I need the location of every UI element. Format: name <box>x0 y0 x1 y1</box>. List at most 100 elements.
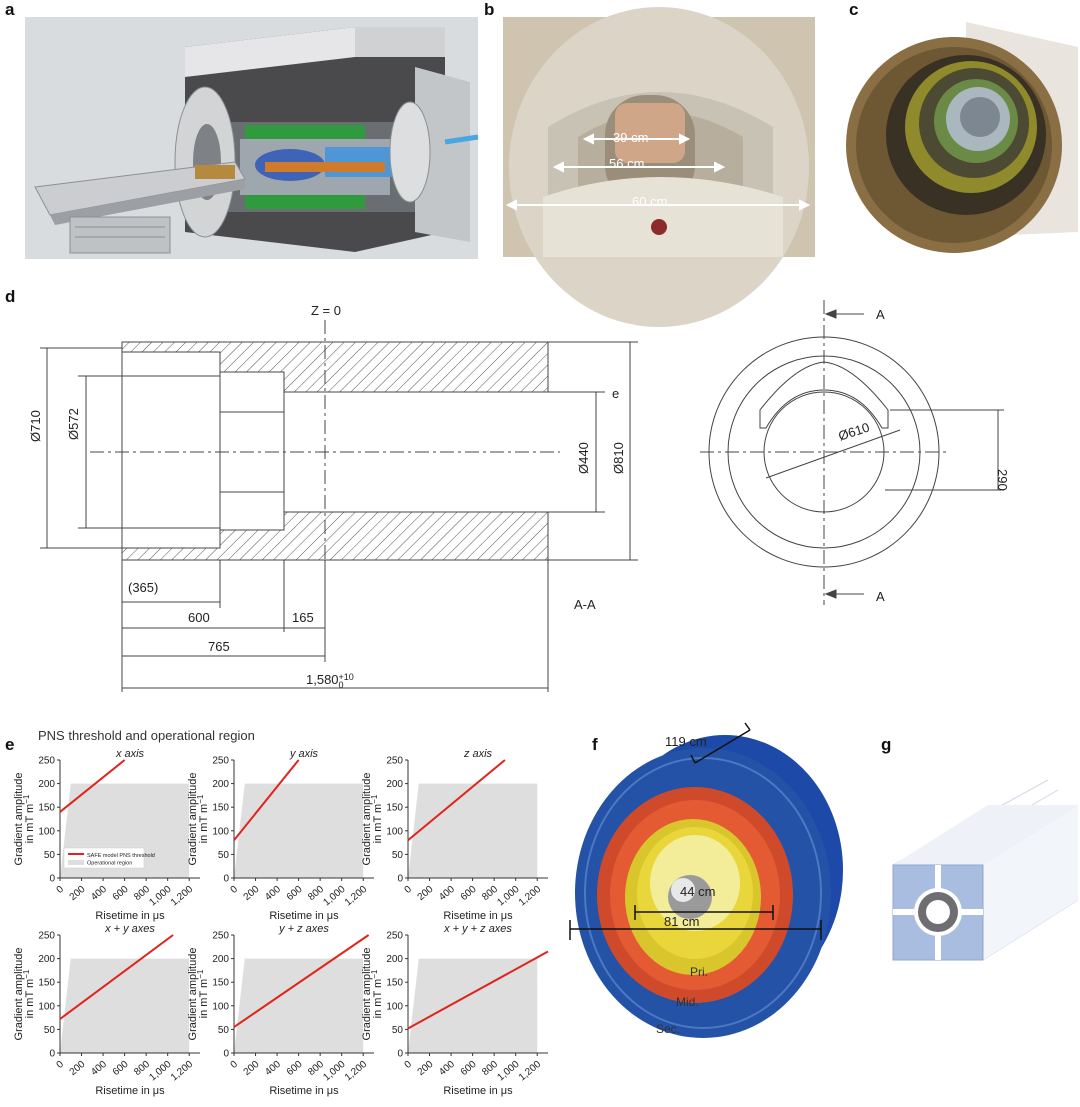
y-tick-label: 0 <box>49 874 55 885</box>
y-axis-unit-0: in mT m−1 <box>22 794 36 843</box>
x-tick-label: 600 <box>285 1059 305 1078</box>
y-axis-unit-1: in mT m−1 <box>196 794 210 843</box>
z0-label: Z = 0 <box>311 303 341 318</box>
dim-44cm: 44 cm <box>680 884 716 899</box>
chart-title-3: x + y axes <box>104 923 155 935</box>
x-tick-label: 0 <box>229 1059 241 1071</box>
dim-81cm: 81 cm <box>664 914 700 929</box>
dim-440: Ø440 <box>576 442 591 474</box>
x-tick-label: 400 <box>437 1059 457 1078</box>
x-tick-label: 1,000 <box>321 884 348 909</box>
dim-290: 290 <box>995 469 1010 491</box>
x-tick-label: 0 <box>403 884 415 896</box>
x-tick-label: 400 <box>437 884 457 903</box>
panel-label-e: e <box>5 735 15 754</box>
y-axis-unit-sup: −1 <box>370 969 379 979</box>
y-tick-label: 100 <box>38 1001 55 1012</box>
y-tick-label: 0 <box>397 874 403 885</box>
legend-region-label: Operational region <box>87 861 132 867</box>
y-tick-label: 0 <box>223 1049 229 1060</box>
y-tick-label: 200 <box>212 779 229 790</box>
y-tick-label: 50 <box>218 850 230 861</box>
y-axis-label-1: Gradient amplitude <box>187 773 199 866</box>
x-tick-label: 600 <box>285 884 305 903</box>
x-tick-label: 1,200 <box>343 1059 370 1084</box>
y-axis-unit-3: in mT m−1 <box>22 969 36 1018</box>
y-tick-label: 100 <box>212 1001 229 1012</box>
panel-label-b: b <box>484 0 495 19</box>
x-axis-label-1: Risetime in μs <box>269 910 339 922</box>
x-tick-label: 400 <box>263 1059 283 1078</box>
y-axis-label-2: Gradient amplitude <box>361 773 373 866</box>
pns-threshold-line-5 <box>407 950 549 1030</box>
dim-600: 600 <box>188 610 210 625</box>
y-axis-unit-4: in mT m−1 <box>196 969 210 1018</box>
y-tick-label: 200 <box>386 954 403 965</box>
pns-threshold-line-4 <box>233 934 370 1028</box>
chart-title-4: y + z axes <box>278 923 329 935</box>
panel-label-a: a <box>5 0 15 19</box>
y-axis-unit-5: in mT m−1 <box>370 969 384 1018</box>
y-tick-label: 200 <box>38 779 55 790</box>
y-axis-label-3: Gradient amplitude <box>13 948 25 1041</box>
x-tick-label: 1,000 <box>495 884 522 909</box>
x-tick-label: 600 <box>111 1059 131 1078</box>
dim-365: (365) <box>128 580 159 595</box>
panel-label-g: g <box>881 735 892 754</box>
y-axis-label-5: Gradient amplitude <box>361 948 373 1041</box>
x-tick-label: 200 <box>68 884 88 903</box>
y-tick-label: 150 <box>38 803 55 814</box>
dim-765: 765 <box>208 639 230 654</box>
engineering-drawing <box>40 300 1004 692</box>
y-axis-unit-sup: −1 <box>22 794 31 804</box>
y-tick-label: 50 <box>44 850 56 861</box>
x-axis-label-3: Risetime in μs <box>95 1085 165 1097</box>
x-tick-label: 1,200 <box>517 884 544 909</box>
label-mid-coil: Mid. <box>676 995 699 1009</box>
pns-threshold-line-2 <box>407 759 506 842</box>
y-tick-label: 150 <box>386 803 403 814</box>
panel-label-c: c <box>849 0 859 19</box>
conductor-render <box>892 779 1079 961</box>
x-tick-label: 1,000 <box>147 884 174 909</box>
x-tick-label: 200 <box>68 1059 88 1078</box>
y-tick-label: 0 <box>223 874 229 885</box>
y-tick-label: 100 <box>38 826 55 837</box>
y-axis-unit-sup: −1 <box>370 794 379 804</box>
pns-threshold-line-0 <box>59 759 126 813</box>
operational-region-1 <box>234 783 364 878</box>
operational-region-2 <box>408 783 538 878</box>
x-tick-label: 1,200 <box>517 1059 544 1084</box>
bore-photo <box>503 7 815 327</box>
coil-tube-photo <box>846 17 1078 262</box>
y-axis-label-0: Gradient amplitude <box>13 773 25 866</box>
x-tick-label: 0 <box>55 884 67 896</box>
x-tick-label: 1,200 <box>169 884 196 909</box>
dim-56cm: 56 cm <box>609 156 645 171</box>
y-tick-label: 150 <box>212 803 229 814</box>
y-tick-label: 250 <box>38 756 55 767</box>
y-axis-unit-2: in mT m−1 <box>370 794 384 843</box>
pns-threshold-line-3 <box>59 934 174 1020</box>
y-axis-label-4: Gradient amplitude <box>187 948 199 1041</box>
dim-39cm: 39 cm <box>613 130 649 145</box>
e-marker: e <box>612 386 620 401</box>
x-tick-label: 0 <box>403 1059 415 1071</box>
x-axis-label-2: Risetime in μs <box>443 910 513 922</box>
chart-title-1: y axis <box>289 748 319 760</box>
cut-label-top: A <box>876 307 885 322</box>
y-tick-label: 250 <box>212 931 229 942</box>
y-tick-label: 250 <box>212 756 229 767</box>
y-tick-label: 150 <box>212 978 229 989</box>
y-tick-label: 50 <box>218 1025 230 1036</box>
y-tick-label: 200 <box>386 779 403 790</box>
x-tick-label: 200 <box>416 1059 436 1078</box>
x-tick-label: 1,200 <box>169 1059 196 1084</box>
x-tick-label: 400 <box>89 884 109 903</box>
y-tick-label: 0 <box>397 1049 403 1060</box>
y-tick-label: 50 <box>44 1025 56 1036</box>
y-axis-unit-sup: −1 <box>196 794 205 804</box>
x-axis-label-4: Risetime in μs <box>269 1085 339 1097</box>
